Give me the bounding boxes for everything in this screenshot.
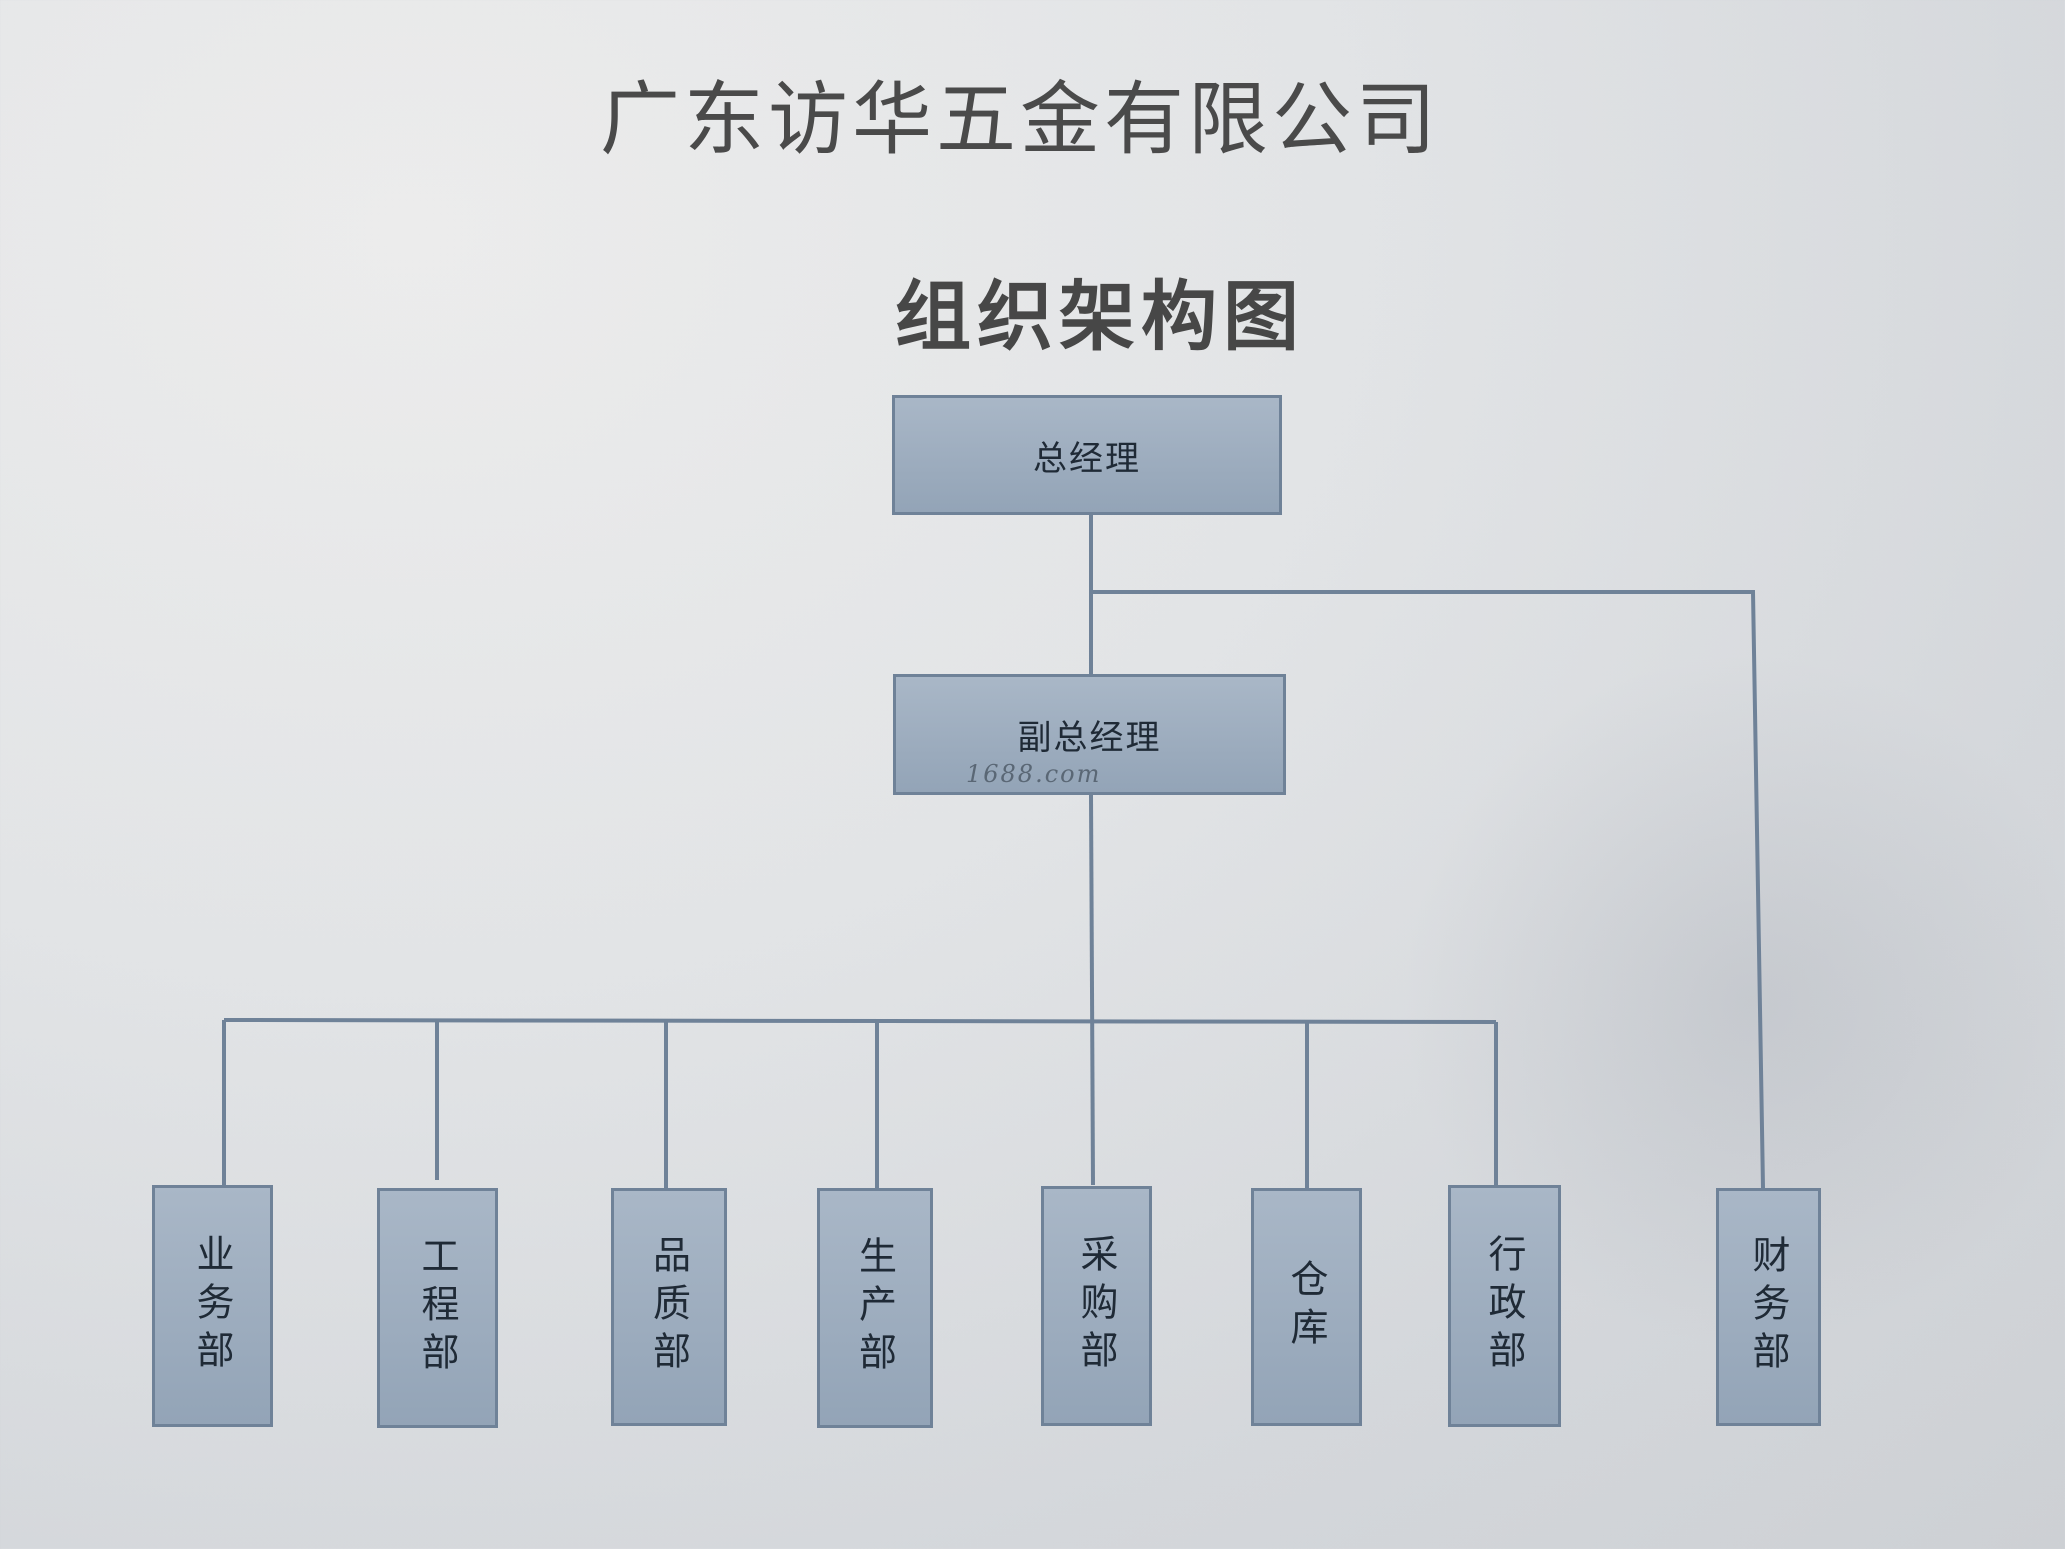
department-label: 工程部 — [415, 1236, 459, 1380]
department-box: 采购部 — [1041, 1186, 1152, 1426]
finance-department-label: 财务部 — [1746, 1235, 1790, 1379]
chart-title: 组织架构图 — [895, 272, 1305, 361]
department-box: 业务部 — [152, 1185, 273, 1427]
department-box: 生产部 — [817, 1188, 933, 1428]
deputy-general-manager-label: 副总经理 — [1017, 718, 1162, 758]
department-label: 行政部 — [1482, 1234, 1526, 1378]
department-label: 采购部 — [1074, 1234, 1118, 1378]
department-box: 工程部 — [377, 1188, 498, 1428]
department-box: 仓库 — [1251, 1188, 1362, 1426]
company-title: 广东访华五金有限公司 — [600, 73, 1440, 166]
department-label: 生产部 — [852, 1236, 897, 1380]
general-manager-label: 总经理 — [1033, 438, 1141, 479]
dgm-to-bus-line — [1089, 794, 1095, 1186]
finance-department-box: 财务部 — [1716, 1188, 1821, 1426]
department-label: 品质部 — [646, 1235, 691, 1379]
department-label: 仓库 — [1284, 1259, 1328, 1355]
deputy-general-manager-box: 副总经理 — [893, 674, 1286, 795]
department-box: 品质部 — [611, 1188, 727, 1426]
general-manager-box: 总经理 — [892, 395, 1282, 515]
department-box: 行政部 — [1448, 1185, 1561, 1427]
watermark: 1688.com — [966, 760, 1102, 788]
gm-to-finance-line — [1091, 590, 1765, 1189]
department-label: 业务部 — [190, 1234, 234, 1378]
